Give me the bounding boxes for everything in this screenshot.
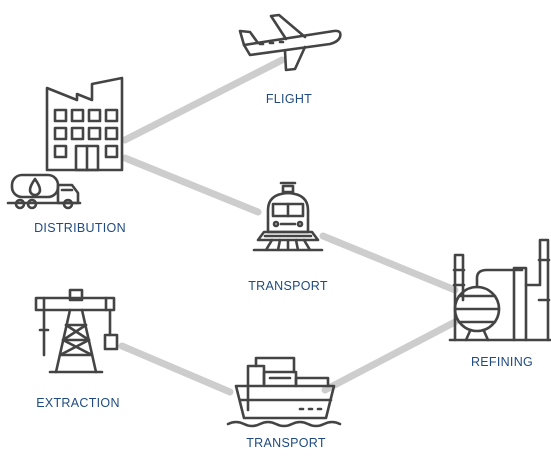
airplane-icon [238, 13, 342, 72]
oil-derrick-icon [34, 288, 119, 374]
node-label-distribution: DISTRIBUTION [34, 221, 126, 235]
link-distribution-rail [121, 154, 262, 216]
node-label-extraction: EXTRACTION [36, 396, 120, 410]
node-label-flight: FLIGHT [265, 92, 313, 106]
connector-lines [118, 56, 459, 396]
factory-icon [45, 76, 124, 172]
refinery-icon [448, 238, 551, 342]
tanker-truck-icon [6, 173, 82, 210]
link-ship-extraction [118, 342, 234, 396]
node-label-transport-rail: TRANSPORT [248, 279, 328, 293]
node-label-transport-ship: TRANSPORT [246, 436, 326, 450]
train-icon [252, 181, 324, 252]
node-label-refining: REFINING [470, 355, 534, 369]
link-distribution-flight [121, 56, 286, 144]
link-rail-refining [319, 232, 459, 294]
link-refining-ship [321, 318, 459, 394]
cargo-ship-icon [226, 356, 342, 428]
